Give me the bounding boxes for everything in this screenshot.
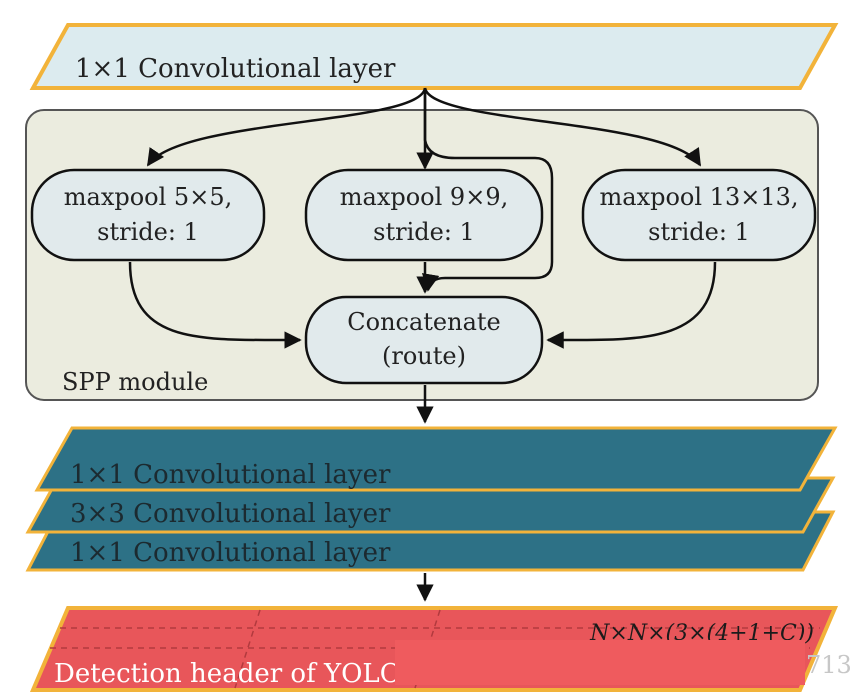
pool-9-box (304, 168, 544, 262)
pool-node-9: maxpool 9×9, stride: 1 (304, 168, 544, 262)
branch-arrows (128, 87, 717, 602)
top-conv-label: 1×1 Convolutional layer (75, 54, 396, 84)
pool-5-line2: stride: 1 (97, 218, 199, 246)
pool-13-line1: maxpool 13×13, (600, 183, 799, 211)
pool-node-13: maxpool 13×13, stride: 1 (581, 168, 817, 262)
stack-layer-3-label: 1×1 Convolutional layer (70, 538, 391, 568)
concat-line2: (route) (382, 342, 466, 370)
arrow-pool-13-to-concat (546, 261, 717, 349)
stack-layer-1-label: 1×1 Convolutional layer (70, 460, 391, 490)
dash-line-3 (234, 609, 261, 689)
spp-module-label: SPP module (62, 368, 208, 396)
top-conv-layer: 1×1 Convolutional layer (29, 23, 839, 90)
top-conv-parallelogram (29, 23, 839, 90)
arrow-to-pool-5 (146, 87, 427, 167)
detection-layer: N×N×(3×(4+1+C)) Detection header of YOLO… (29, 606, 851, 692)
arrow-skip-to-concat (421, 88, 554, 292)
redaction-block (395, 640, 805, 685)
conv-stack: 1×1 Convolutional layer 3×3 Convolutiona… (25, 426, 838, 572)
detection-label: Detection header of YOLO (54, 659, 401, 689)
arrow-to-pool-13 (423, 87, 702, 167)
concat-box (304, 295, 544, 385)
concat-node: Concatenate (route) (304, 295, 544, 385)
page-number: 713 (806, 651, 851, 679)
pool-9-line1: maxpool 9×9, (340, 183, 508, 211)
concat-line1: Concatenate (347, 308, 500, 336)
pool-9-line2: stride: 1 (373, 218, 475, 246)
pool-13-line2: stride: 1 (648, 218, 750, 246)
pool-node-5: maxpool 5×5, stride: 1 (30, 168, 266, 262)
pool-5-line1: maxpool 5×5, (64, 183, 232, 211)
pool-5-box (30, 168, 266, 262)
stack-layer-1-shape (34, 426, 838, 492)
stack-layer-2-label: 3×3 Convolutional layer (70, 499, 391, 529)
pool-13-box (581, 168, 817, 262)
arrow-pool-5-to-concat (128, 261, 302, 349)
